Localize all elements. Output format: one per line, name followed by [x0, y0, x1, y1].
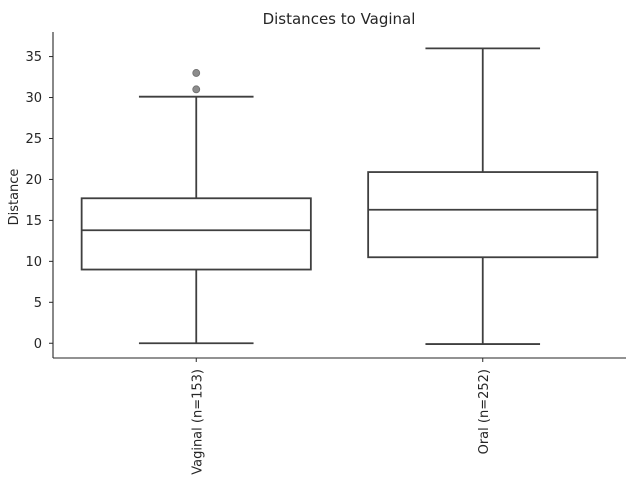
y-tick-label-1: 5 [34, 296, 42, 311]
box-0-outlier-1 [192, 69, 201, 77]
y-tick-label-5: 25 [25, 132, 42, 147]
y-tick-label-2: 10 [25, 255, 42, 270]
box-0-iqr-box [80, 197, 312, 271]
box-1-iqr-box [367, 171, 599, 259]
x-tick-label-0: Vaginal (n=153) [190, 369, 205, 475]
chart-title: Distances to Vaginal [263, 10, 416, 28]
x-tick-label-1: Oral (n=252) [477, 369, 492, 454]
box-0-outlier-0 [192, 85, 201, 94]
y-tick-label-7: 35 [25, 50, 42, 65]
plot-area: Vaginal (n=153) Oral (n=252) 0 5 10 15 20 25 30 3… [25, 32, 626, 475]
y-tick-label-4: 20 [25, 173, 42, 188]
y-tick-label-6: 30 [25, 91, 42, 106]
y-axis-label: Distance [7, 169, 22, 226]
y-tick-label-0: 0 [34, 337, 42, 352]
y-tick-label-3: 15 [25, 214, 42, 229]
